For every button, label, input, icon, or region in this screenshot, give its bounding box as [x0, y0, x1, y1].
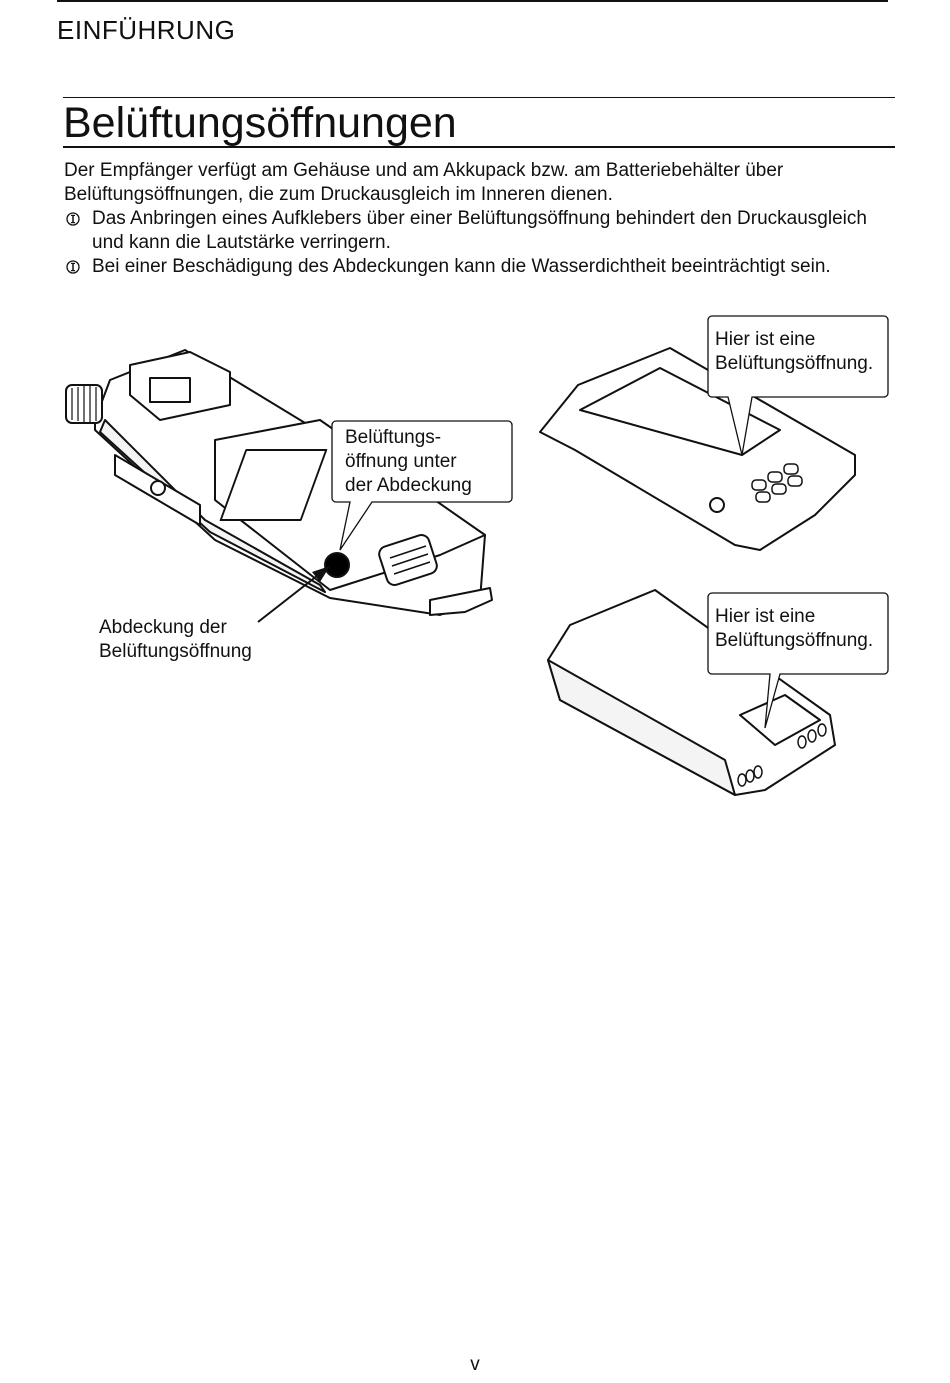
section-header: EINFÜHRUNG [57, 15, 236, 45]
notes-list: Das Anbringen eines Aufklebers über eine… [64, 207, 894, 279]
battery-case-drawing [547, 589, 836, 796]
callout-battery-pack-vent: Hier ist eine Belüftungsöffnung. [715, 329, 874, 374]
vent-cover-arrow [257, 566, 330, 623]
page-number: v [470, 1354, 480, 1375]
page-title: Belüftungsöffnungen [63, 99, 457, 147]
note-item: Das Anbringen eines Aufklebers über eine… [64, 207, 894, 255]
title-rule-top [63, 97, 895, 98]
callout-battery-case-vent: Hier ist eine Belüftungsöffnung. [715, 606, 874, 651]
note-text: Das Anbringen eines Aufklebers über eine… [92, 208, 867, 253]
note-text: Bei einer Beschädigung des Abdeckungen k… [92, 256, 831, 277]
callout-battery-case-box [707, 592, 889, 729]
info-icon [66, 212, 80, 226]
callout-receiver-vent: Belüftungs- öffnung unter der Abdeckung [345, 427, 472, 496]
callout-vent-cover: Abdeckung der Belüftungsöffnung [99, 617, 252, 662]
title-rule-bottom [63, 146, 895, 148]
info-icon [66, 260, 80, 274]
callout-battery-pack-box [707, 315, 889, 456]
note-item: Bei einer Beschädigung des Abdeckungen k… [64, 255, 894, 279]
vent-illustration [65, 315, 889, 796]
intro-paragraph: Der Empfänger verfügt am Gehäuse und am … [64, 160, 784, 205]
battery-pack-drawing [539, 347, 856, 551]
header-rule [57, 0, 888, 2]
callout-receiver-box [331, 420, 513, 551]
